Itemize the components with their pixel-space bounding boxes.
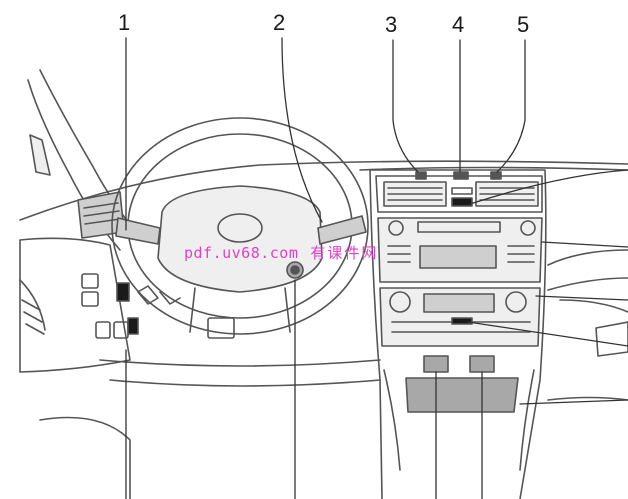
left-switch-3	[95, 321, 111, 339]
left-switch-1	[81, 273, 99, 289]
watermark-url: pdf.uv68.com	[184, 244, 299, 262]
audio-knob-right	[520, 220, 536, 236]
steering-wheel	[111, 117, 369, 339]
callout-leaders	[125, 37, 628, 499]
column-panel	[207, 317, 235, 339]
callout-4: 4	[452, 12, 465, 37]
audio-knob-left	[388, 220, 404, 236]
left-lower-panel	[19, 237, 139, 373]
callout-3: 3	[385, 12, 398, 37]
audio-slot	[417, 221, 501, 233]
left-dark-switch	[116, 282, 130, 302]
callout-1: 1	[118, 10, 131, 35]
steering-hub	[157, 185, 323, 293]
left-spoke-switch	[115, 217, 161, 245]
hazard-button	[451, 197, 473, 207]
callout-2: 2	[273, 10, 286, 35]
steering-emblem	[217, 213, 263, 243]
lower-switch-right	[469, 355, 495, 373]
indicator-5	[490, 171, 502, 180]
watermark: pdf.uv68.com 有课件网	[184, 242, 378, 263]
dashboard-top-edge	[19, 160, 628, 221]
left-switch-2	[81, 291, 99, 307]
indicator-3	[415, 171, 427, 180]
center-vent-panel	[375, 175, 543, 213]
climate-display	[423, 293, 495, 313]
climate-knob-right	[505, 291, 527, 313]
climate-knob-left	[389, 291, 411, 313]
indicator-4	[453, 171, 469, 180]
callout-5: 5	[517, 12, 530, 37]
watermark-site-name: 有课件网	[310, 244, 379, 262]
lower-console	[405, 377, 519, 413]
lower-dashboard	[99, 359, 381, 367]
right-spoke-switch	[317, 215, 367, 245]
audio-display	[419, 245, 497, 269]
right-dashboard	[547, 249, 628, 401]
center-stack	[369, 169, 547, 499]
dashboard-crease	[359, 166, 628, 171]
climate-center-button	[451, 317, 473, 325]
lower-switch-left	[423, 355, 449, 373]
